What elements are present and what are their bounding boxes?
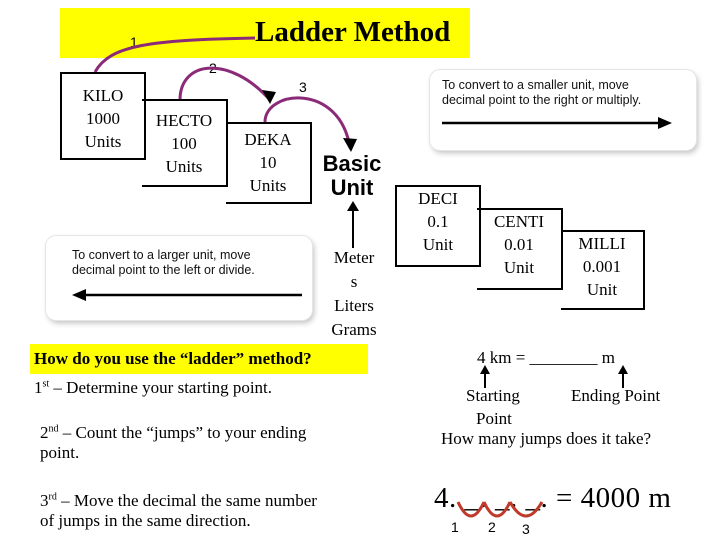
unit-hecto-name: HECTO (155, 111, 213, 130)
basic-unit-meter-s: s (350, 272, 358, 291)
unit-centi: CENTI 0.01 Unit (477, 208, 563, 290)
unit-kilo: KILO 1000 Units (60, 72, 146, 160)
question-banner: How do you use the “ladder” method? (30, 344, 368, 374)
unit-deka-name: DEKA (244, 130, 292, 149)
unit-hecto: HECTO 100 Units (142, 99, 228, 187)
starting-point-label-2: Point (476, 409, 512, 428)
arc-deka-to-basic (263, 96, 352, 149)
unit-deci-label: Unit (422, 235, 454, 254)
unit-basic-line2: Unit (330, 175, 374, 200)
example-problem: 4 km = ________ m (477, 348, 616, 367)
unit-centi-name: CENTI (493, 212, 545, 231)
tip-smaller-unit: To convert to a smaller unit, move decim… (430, 70, 696, 150)
page-title: Ladder Method (255, 16, 451, 48)
unit-milli: MILLI 0.001 Unit (561, 230, 645, 310)
tip-larger-line2: decimal point to the left or divide. (72, 263, 255, 277)
unit-milli-label: Unit (586, 280, 618, 299)
basic-unit-grams: Grams (331, 320, 377, 339)
left-arrow-icon (72, 289, 302, 301)
instruction-third: 3rd – Move the decimal the same number o… (40, 491, 317, 530)
arc-kilo-to-hecto (93, 36, 256, 73)
unit-deci-value: 0.1 (427, 212, 449, 231)
jumps-question: How many jumps does it take? (441, 429, 652, 448)
unit-hecto-value: 100 (171, 134, 197, 153)
unit-kilo-value: 1000 (86, 109, 120, 128)
unit-milli-name: MILLI (578, 234, 626, 253)
step-number-3: 3 (299, 79, 307, 95)
right-arrow-icon (442, 117, 672, 129)
unit-kilo-name: KILO (82, 86, 124, 105)
instruction-second: 2nd – Count the “jumps” to your ending p… (40, 423, 307, 462)
step-number-1: 1 (130, 34, 138, 50)
unit-centi-value: 0.01 (504, 235, 534, 254)
tip-smaller-line2: decimal point to the right or multiply. (442, 93, 642, 107)
tip-larger-line1: To convert to a larger unit, move (72, 248, 251, 262)
tip-smaller-line1: To convert to a smaller unit, move (442, 78, 629, 92)
jump-number-3: 3 (522, 521, 530, 537)
jump-number-1: 1 (451, 519, 459, 535)
jump-arc-2 (482, 501, 512, 518)
instruction-first: 1st – Determine your starting point. (34, 378, 273, 397)
unit-hecto-label: Units (165, 157, 203, 176)
basic-unit-liters: Liters (334, 296, 374, 315)
unit-milli-value: 0.001 (582, 257, 622, 276)
tip-larger-unit: To convert to a larger unit, move decima… (46, 236, 312, 320)
jump-arc-1 (456, 501, 486, 518)
unit-deka-label: Units (249, 176, 287, 195)
ending-point-label: Ending Point (571, 386, 661, 405)
example-answer: 4. _. _. _. = 4000 m (434, 482, 672, 514)
starting-point-label: Starting (466, 386, 520, 405)
unit-deka: DEKA 10 Units (226, 122, 312, 204)
basic-units-list: Meter s Liters Grams (318, 246, 390, 342)
unit-kilo-label: Units (84, 132, 122, 151)
unit-deci: DECI 0.1 Unit (395, 185, 481, 267)
unit-deci-name: DECI (418, 189, 458, 208)
unit-deka-value: 10 (259, 153, 277, 172)
basic-unit-meter: Meter (333, 248, 375, 267)
unit-basic: Basic Unit (312, 152, 392, 200)
arc-hecto-to-deka (178, 66, 272, 101)
unit-centi-label: Unit (503, 258, 535, 277)
unit-basic-line1: Basic (322, 151, 382, 176)
jump-number-2: 2 (488, 519, 496, 535)
jump-arc-3 (508, 501, 544, 518)
